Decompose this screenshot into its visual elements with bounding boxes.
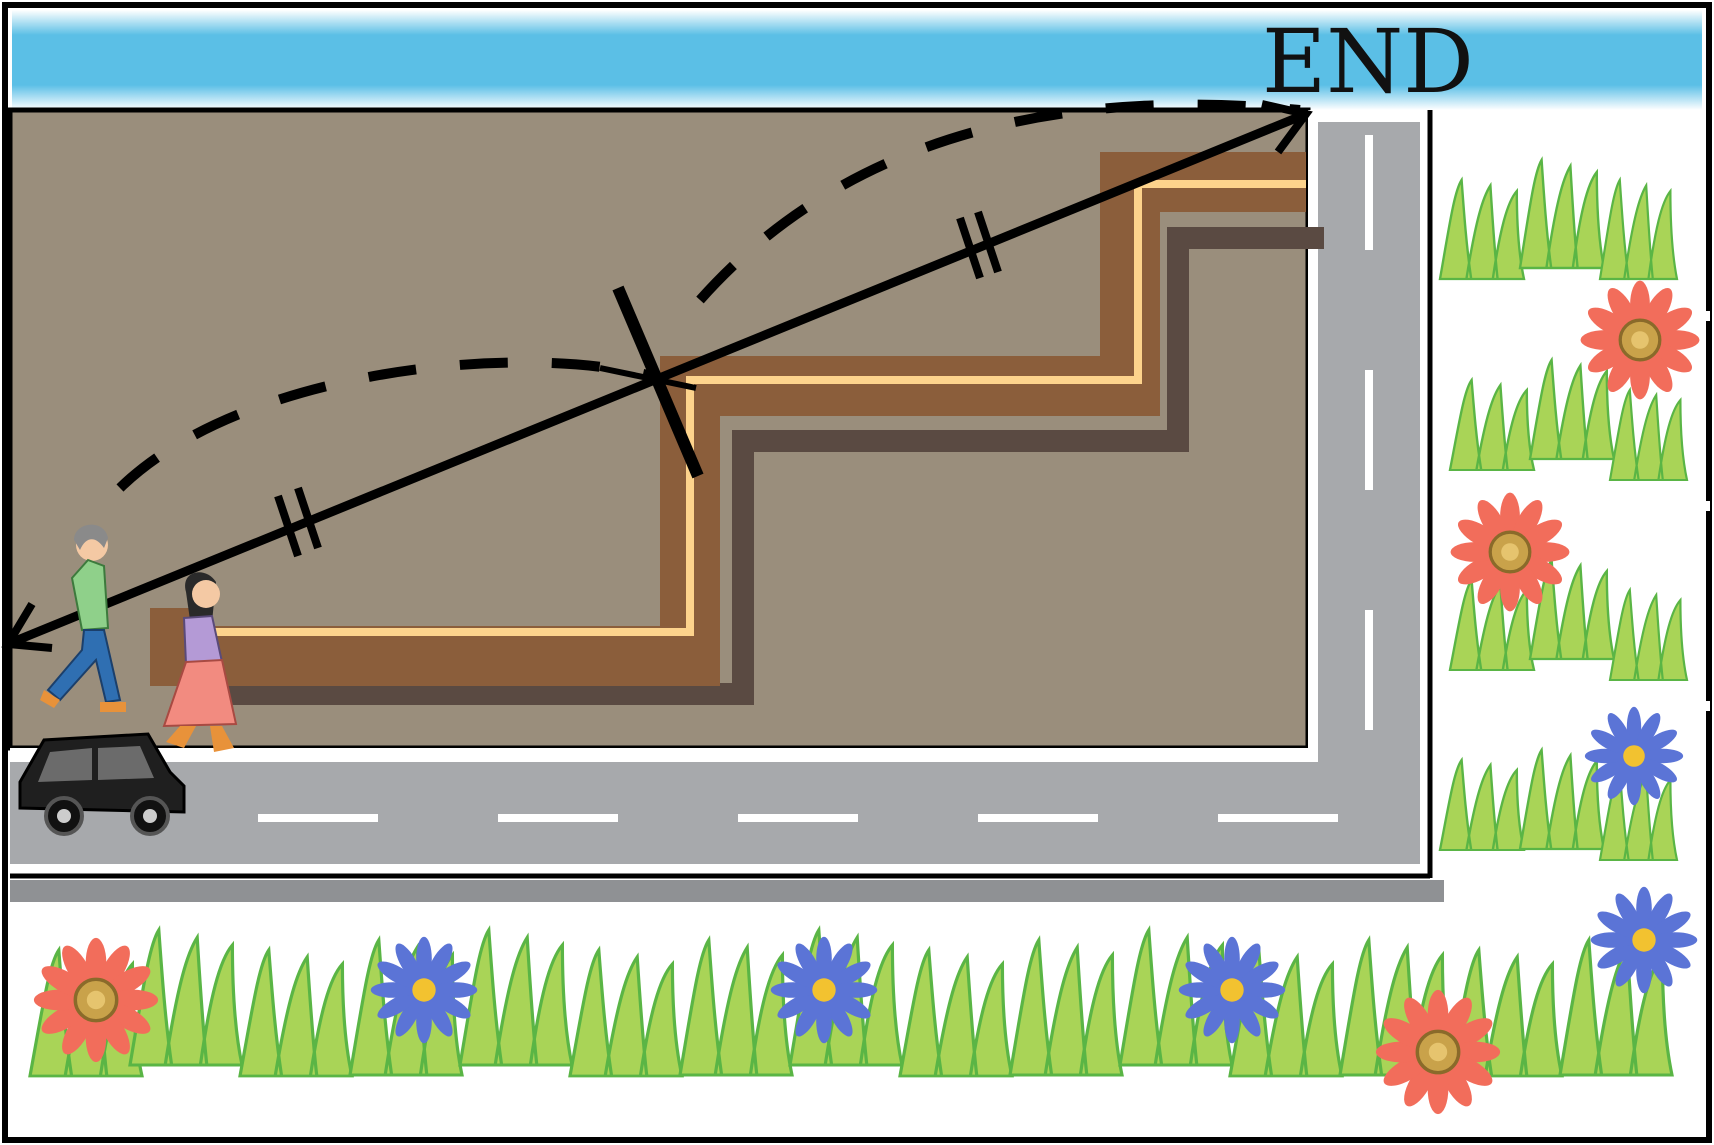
- road: [10, 110, 1444, 902]
- sky-band: [12, 10, 1702, 110]
- end-label: END: [1262, 10, 1474, 113]
- man-figure: [40, 524, 126, 712]
- road-dashes: [258, 135, 1373, 822]
- woman-figure: [162, 572, 238, 752]
- dashed-curve-path: [116, 99, 1301, 492]
- car: [18, 732, 186, 836]
